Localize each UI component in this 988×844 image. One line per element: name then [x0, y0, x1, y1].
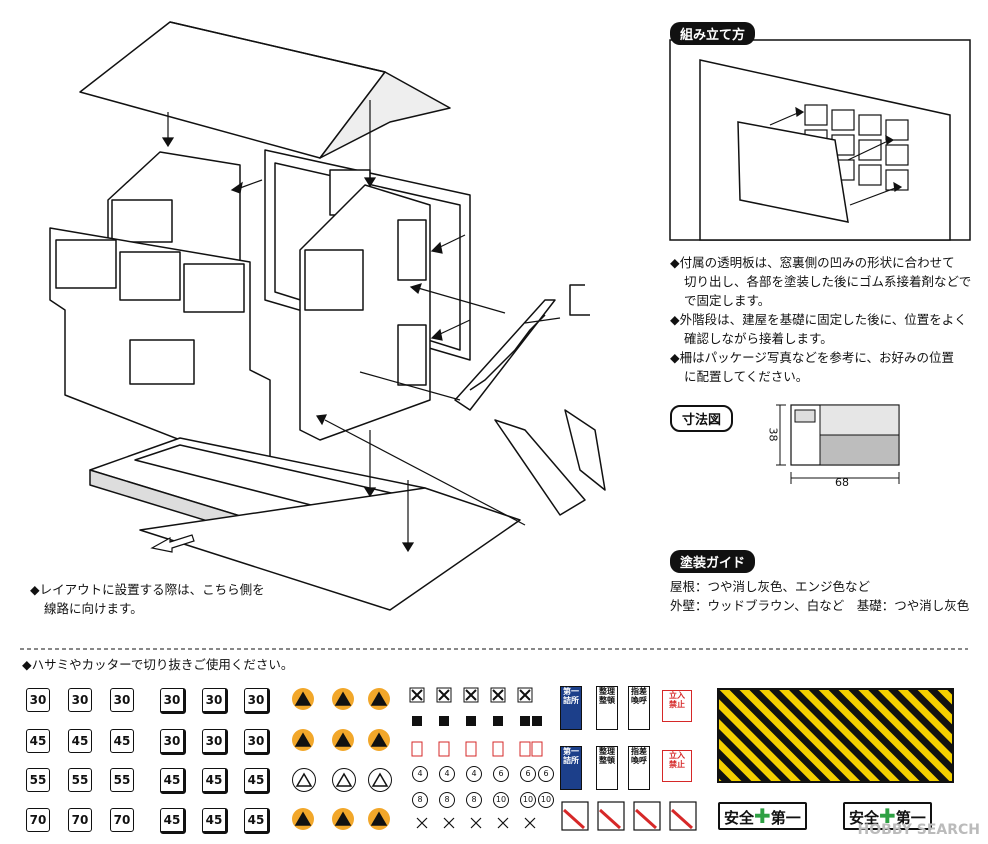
decal-instruction: ◆ハサミやカッターで切り抜きご使用ください。 [22, 657, 294, 672]
warning-triangle-icon [368, 688, 390, 710]
speed-sign: 70 [110, 808, 134, 832]
note-line: で固定します。 [684, 293, 771, 308]
safety-label-a: 安全 [849, 809, 880, 827]
number-plate: 6 [538, 766, 554, 782]
warning-triangle-icon [332, 688, 354, 710]
paint-guide-text: 屋根：つや消し灰色、エンジ色など 外壁：ウッドブラウン、白など 基礎：つや消し灰… [670, 577, 969, 615]
safety-label-b: 第一 [770, 809, 801, 827]
warning-triangle-icon [292, 688, 314, 710]
number-plate: 8 [412, 792, 428, 808]
number-plate: 6 [520, 766, 536, 782]
tidy-sign: 整理整頓 [596, 746, 618, 790]
warning-triangle-icon [368, 768, 392, 792]
speed-sign: 45 [160, 768, 186, 794]
warning-triangle-icon [332, 808, 354, 830]
warning-triangle-icon [332, 768, 356, 792]
no-entry-top: 立入 [669, 751, 685, 760]
speed-sign: 45 [244, 808, 270, 834]
no-entry-bottom: 禁止 [669, 700, 685, 709]
speed-sign: 30 [160, 729, 186, 755]
safety-label-a: 安全 [724, 809, 755, 827]
speed-sign: 45 [160, 808, 186, 834]
warning-triangle-icon [368, 729, 390, 751]
pointing-call-sign: 指差喚呼 [628, 686, 650, 730]
speed-sign: 30 [26, 688, 50, 712]
layout-note-line: 線路に向けます。 [44, 601, 143, 616]
note-line: ◆外階段は、建屋を基礎に固定した後に、位置をよく [670, 312, 967, 327]
speed-sign: 30 [202, 688, 228, 714]
dimensions-title: 寸法図 [670, 405, 734, 432]
blue-station-sign: 第一詰所 [560, 746, 582, 790]
number-plate: 4 [466, 766, 482, 782]
note-line: ◆付属の透明板は、窓裏側の凹みの形状に合わせて [670, 255, 955, 270]
number-plate: 10 [538, 792, 554, 808]
speed-sign: 30 [160, 688, 186, 714]
note-line: 確認しながら接着します。 [684, 331, 833, 346]
speed-sign: 30 [244, 729, 270, 755]
number-plate: 8 [466, 792, 482, 808]
dimension-width: 68 [835, 476, 849, 489]
no-entry-sign: 立入 禁止 [662, 750, 692, 782]
tidy-sign: 整理整頓 [596, 686, 618, 730]
safety-label-b: 第一 [895, 809, 926, 827]
paint-wall-base: 外壁：ウッドブラウン、白など 基礎：つや消し灰色 [670, 598, 970, 613]
note-line: ◆柵はパッケージ写真などを参考に、お好みの位置 [670, 350, 954, 365]
layout-note-line: ◆レイアウトに設置する際は、こちら側を [30, 582, 265, 597]
warning-triangle-icon [292, 808, 314, 830]
number-plate: 4 [412, 766, 428, 782]
number-plate: 6 [493, 766, 509, 782]
assembly-title: 組み立て方 [670, 22, 756, 45]
warning-triangle-icon [292, 729, 314, 751]
hazard-stripe-panel [717, 688, 954, 783]
green-cross-icon: ✚ [754, 804, 771, 828]
speed-sign: 70 [68, 808, 92, 832]
speed-sign: 45 [26, 729, 50, 753]
no-entry-sign: 立入 禁止 [662, 690, 692, 722]
warning-triangle-icon [292, 768, 316, 792]
number-plate: 10 [493, 792, 509, 808]
speed-sign: 70 [26, 808, 50, 832]
speed-sign: 45 [110, 729, 134, 753]
layout-note: ◆レイアウトに設置する際は、こちら側を 線路に向けます。 [30, 580, 265, 618]
no-entry-top: 立入 [669, 691, 685, 700]
speed-sign: 30 [110, 688, 134, 712]
no-entry-bottom: 禁止 [669, 760, 685, 769]
number-plate: 10 [520, 792, 536, 808]
speed-sign: 30 [244, 688, 270, 714]
warning-triangle-icon [368, 808, 390, 830]
safety-first-label: 安全✚第一 [843, 802, 932, 830]
dimension-height: 38 [766, 427, 780, 442]
speed-sign: 55 [110, 768, 134, 792]
red-stripe-signs [561, 801, 697, 831]
speed-sign: 45 [202, 768, 228, 794]
speed-sign: 30 [68, 688, 92, 712]
green-cross-icon: ✚ [879, 804, 896, 828]
speed-sign: 45 [202, 808, 228, 834]
speed-sign: 45 [244, 768, 270, 794]
blue-station-sign: 第一詰所 [560, 686, 582, 730]
speed-sign: 55 [68, 768, 92, 792]
number-plate: 8 [439, 792, 455, 808]
pointing-call-sign: 指差喚呼 [628, 746, 650, 790]
warning-triangle-icon [332, 729, 354, 751]
safety-first-label: 安全✚第一 [718, 802, 807, 830]
assembly-notes: ◆付属の透明板は、窓裏側の凹みの形状に合わせて 切り出し、各部を塗装した後にゴム… [670, 253, 971, 386]
watermark: HOBBY SEARCH [857, 822, 980, 838]
number-plate: 4 [439, 766, 455, 782]
note-line: に配置してください。 [684, 369, 809, 384]
speed-sign: 45 [68, 729, 92, 753]
note-line: 切り出し、各部を塗装した後にゴム系接着剤などで [684, 274, 972, 289]
speed-sign: 55 [26, 768, 50, 792]
speed-sign: 30 [202, 729, 228, 755]
paint-guide-title: 塗装ガイド [670, 550, 756, 573]
paint-roof: 屋根：つや消し灰色、エンジ色など [670, 579, 871, 594]
